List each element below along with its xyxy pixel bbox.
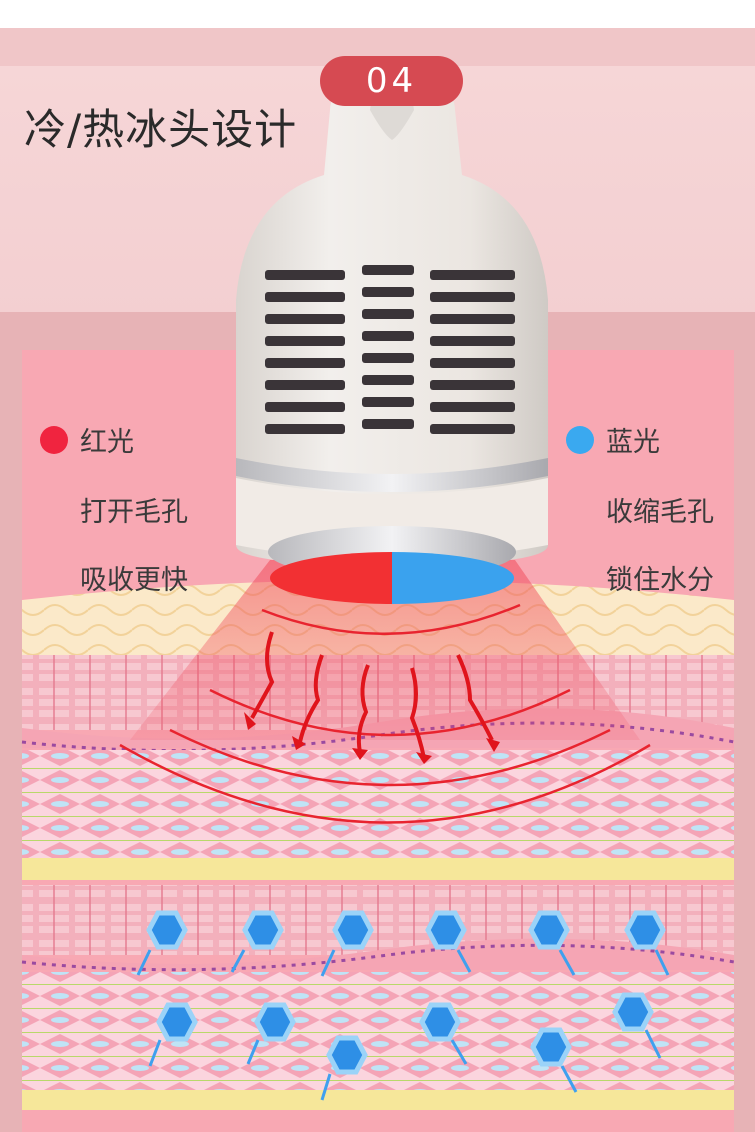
- blue-light-label: 蓝光: [606, 427, 660, 458]
- step-number: 04: [365, 61, 418, 101]
- blue-light-legend: 蓝光 收缩毛孔 锁住水分: [566, 420, 751, 600]
- red-light-line2: 吸收更快: [80, 565, 188, 596]
- blue-dot-icon: [566, 426, 594, 454]
- red-light-legend: 红光 打开毛孔 吸收更快: [40, 420, 240, 600]
- step-badge: 04: [320, 56, 463, 106]
- blue-light-line2: 锁住水分: [606, 565, 714, 596]
- beauty-device-icon: [236, 80, 548, 604]
- top-strip: [0, 0, 755, 28]
- red-light-label: 红光: [80, 427, 134, 458]
- water-cell-icon: [136, 910, 670, 1101]
- heat-arrow-icon: [250, 631, 494, 759]
- red-light-line1: 打开毛孔: [80, 497, 188, 528]
- page-title: 冷/热冰头设计: [24, 105, 298, 154]
- blue-light-line1: 收缩毛孔: [606, 497, 714, 528]
- top-band: [0, 0, 755, 66]
- red-dot-icon: [40, 426, 68, 454]
